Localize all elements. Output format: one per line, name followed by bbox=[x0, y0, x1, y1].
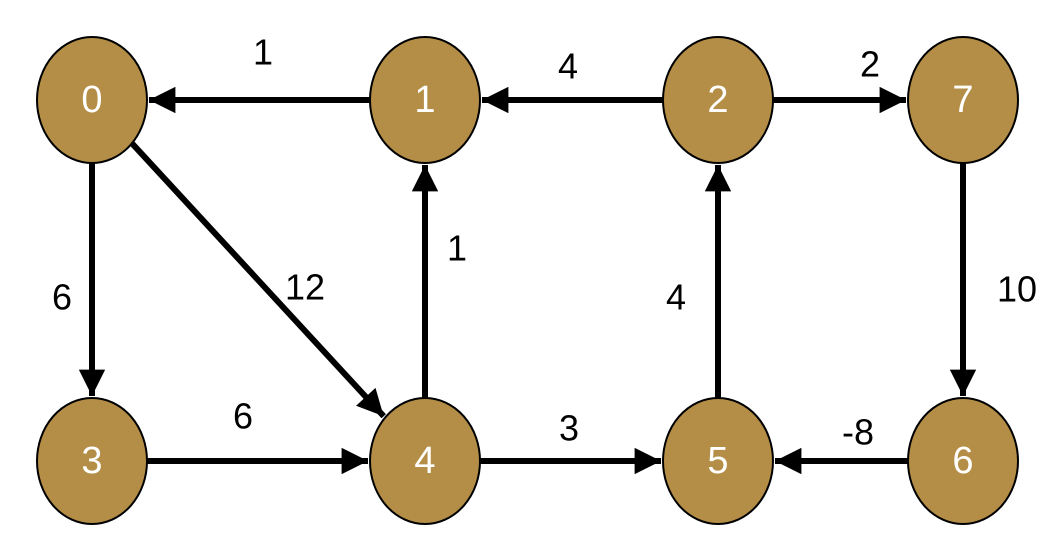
edge-weight-4-to-1: 1 bbox=[447, 228, 467, 269]
edge-weight-5-to-2: 4 bbox=[666, 277, 686, 318]
edge-weight-0-to-4: 12 bbox=[285, 267, 325, 308]
node-ellipse-2 bbox=[662, 36, 774, 164]
node-5: 5 bbox=[662, 397, 774, 525]
edge-weight-7-to-6: 10 bbox=[997, 269, 1037, 310]
node-4: 4 bbox=[369, 397, 481, 525]
node-ellipse-6 bbox=[907, 397, 1019, 525]
node-label-4: 4 bbox=[414, 440, 435, 482]
node-6: 6 bbox=[907, 397, 1019, 525]
node-2: 2 bbox=[662, 36, 774, 164]
edge-weight-2-to-7: 2 bbox=[860, 44, 880, 85]
node-ellipse-3 bbox=[36, 397, 148, 525]
node-label-7: 7 bbox=[952, 79, 973, 121]
node-label-1: 1 bbox=[414, 79, 435, 121]
edge-weight-4-to-5: 3 bbox=[559, 408, 579, 449]
node-label-3: 3 bbox=[81, 440, 102, 482]
edge-weight-6-to-5: -8 bbox=[842, 412, 874, 453]
edge-weight-1-to-0: 1 bbox=[253, 32, 273, 73]
node-ellipse-7 bbox=[907, 36, 1019, 164]
edge-0-to-4 bbox=[129, 141, 386, 419]
edge-weight-2-to-1: 4 bbox=[558, 46, 578, 87]
node-ellipse-4 bbox=[369, 397, 481, 525]
node-label-5: 5 bbox=[707, 440, 728, 482]
node-0: 0 bbox=[36, 36, 148, 164]
node-label-6: 6 bbox=[952, 440, 973, 482]
node-1: 1 bbox=[369, 36, 481, 164]
node-7: 7 bbox=[907, 36, 1019, 164]
node-ellipse-0 bbox=[36, 36, 148, 164]
node-3: 3 bbox=[36, 397, 148, 525]
node-ellipse-5 bbox=[662, 397, 774, 525]
edge-weight-3-to-4: 6 bbox=[233, 396, 253, 437]
node-label-0: 0 bbox=[81, 79, 102, 121]
node-ellipse-1 bbox=[369, 36, 481, 164]
edge-weight-0-to-3: 6 bbox=[52, 277, 72, 318]
node-label-2: 2 bbox=[707, 79, 728, 121]
